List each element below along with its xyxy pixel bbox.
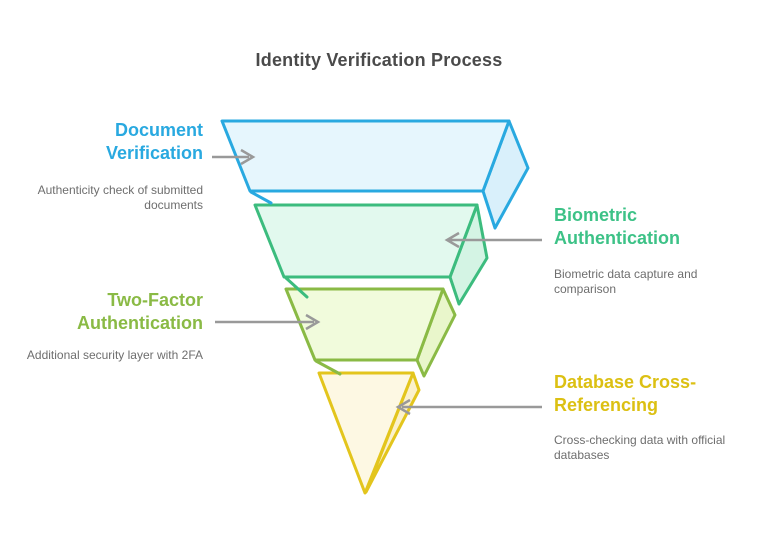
stage-2-lip-edge — [284, 276, 309, 299]
stage-label-database-cross-referencing: Database Cross-Referencing — [554, 372, 697, 415]
stage-1-lip-edge — [249, 190, 273, 205]
connector-arrows — [212, 148, 542, 416]
stage-description-biometric-authentication: Biometric data capture and comparison — [554, 267, 698, 296]
stage-1-front-face — [220, 119, 511, 193]
stage-3-shape — [284, 287, 457, 378]
stage-2-front-face — [253, 203, 479, 279]
arrow-right-icon — [212, 148, 256, 166]
arrow-left-icon — [395, 398, 542, 416]
stage-description-document-verification: Authenticity check of submitted document… — [37, 183, 203, 212]
stage-1-shape — [220, 119, 530, 230]
arrow-right-icon — [215, 313, 321, 331]
stage-label-biometric-authentication: Biometric Authentication — [554, 205, 680, 248]
stage-description-two-factor-authentication: Additional security layer with 2FA — [26, 348, 203, 362]
stage-3-front-face — [284, 287, 445, 362]
stage-label-document-verification: Document Verification — [105, 120, 203, 163]
stage-3-lip-edge — [314, 359, 342, 376]
stage-label-two-factor-authentication: Two-Factor Authentication — [77, 290, 203, 333]
page-title: Identity Verification Process — [255, 50, 503, 70]
arrow-left-icon — [444, 231, 542, 249]
stage-4-front-face — [317, 371, 415, 495]
stage-description-database-cross-referencing: Cross-checking data with official databa… — [554, 433, 726, 462]
stage-4-shape — [317, 371, 421, 495]
